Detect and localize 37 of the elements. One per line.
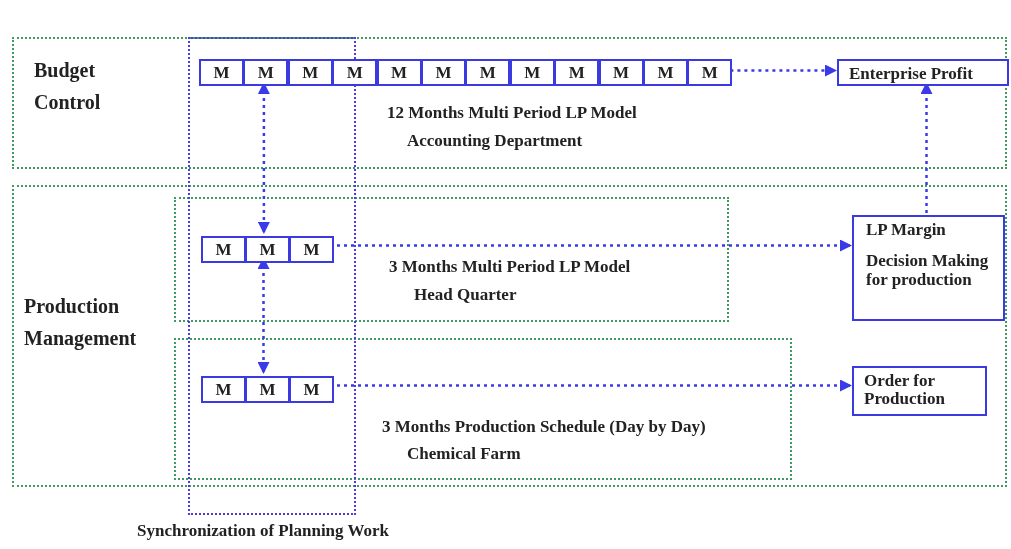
department-caption: Accounting Department: [407, 131, 583, 150]
period-label: M: [643, 59, 688, 86]
period-label: M: [376, 59, 422, 86]
result-box: Order for Production: [852, 366, 987, 416]
period-label: M: [332, 59, 378, 86]
period-label: M: [687, 59, 733, 86]
group-panel: [12, 185, 1007, 487]
period-label: M: [245, 236, 290, 263]
period-label: M: [201, 236, 246, 263]
group-panel: [174, 197, 729, 322]
box-heading: LP Margin: [866, 220, 947, 239]
period-label: M: [245, 376, 290, 403]
frame-caption: Synchronization of Planning Work: [137, 521, 390, 540]
department-caption: Head Quarter: [414, 285, 517, 304]
group-panel: [12, 37, 1007, 169]
group-panel: [174, 338, 792, 480]
group-title: Production Management: [24, 294, 138, 352]
period-label: M: [243, 59, 289, 86]
result-box: [852, 215, 1005, 321]
arrow: [730, 64, 837, 77]
period-label: M: [554, 59, 600, 86]
period-label: M: [289, 376, 334, 403]
period-label: M: [421, 59, 466, 86]
period-label: M: [598, 59, 644, 86]
group-title: Budget Control: [34, 58, 102, 115]
model-caption: 12 Months Multi Period LP Model: [387, 103, 637, 122]
period-label: M: [509, 59, 555, 86]
schedule-caption: 3 Months Production Schedule (Day by Day): [382, 417, 706, 436]
period-label: M: [289, 236, 334, 263]
period-label: M: [287, 59, 333, 86]
box-text: Decision Making for production: [866, 251, 990, 289]
period-label: M: [201, 376, 246, 403]
department-caption: Chemical Farm: [407, 444, 521, 463]
period-label: M: [465, 59, 511, 86]
result-box: Enterprise Profit: [837, 59, 1009, 86]
model-caption: 3 Months Multi Period LP Model: [389, 257, 631, 276]
period-label: M: [199, 59, 244, 86]
